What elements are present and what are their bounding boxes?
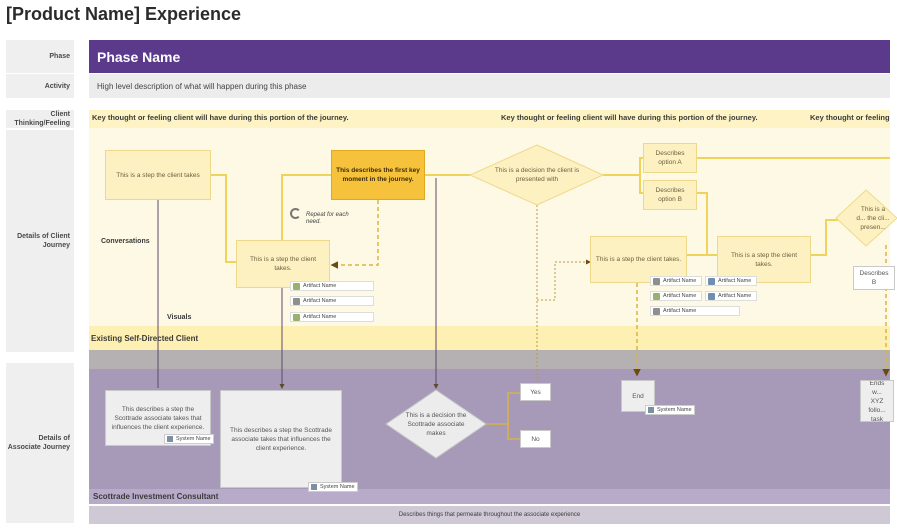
client-step-1: This is a step the client takes xyxy=(105,150,211,200)
artifact-name: Artifact Name xyxy=(303,314,337,320)
system-name: System Name xyxy=(320,484,355,490)
system-name: System Name xyxy=(176,436,211,442)
artifact-1: Artifact Name xyxy=(290,281,374,291)
client-step-4: This is a step the client takes. xyxy=(717,236,811,283)
system-icon xyxy=(311,484,317,490)
row-label-thinking: Client Thinking/Feeling xyxy=(6,110,74,128)
artifact-8: Artifact Name xyxy=(650,306,740,316)
system-3: System Name xyxy=(645,405,695,415)
artifact-6: Artifact Name xyxy=(650,291,702,301)
repeat-icon xyxy=(290,208,301,219)
system-icon xyxy=(648,407,654,413)
visuals-label: Visuals xyxy=(167,314,192,321)
artifact-name: Artifact Name xyxy=(718,278,752,284)
artifact-name: Artifact Name xyxy=(663,308,697,314)
ends-cut: Ends w... XYZ follo... task xyxy=(860,380,894,422)
thinking-text-1: Key thought or feeling client will have … xyxy=(92,113,349,122)
artifact-5: Artifact Name xyxy=(705,276,757,286)
artifact-icon xyxy=(293,282,300,290)
associate-step-2: This describes a step the Scottrade asso… xyxy=(220,390,342,488)
artifact-7: Artifact Name xyxy=(705,291,757,301)
conversations-label: Conversations xyxy=(101,238,150,245)
existing-client-label: Existing Self-Directed Client xyxy=(91,334,199,343)
artifact-name: Artifact Name xyxy=(303,298,337,304)
row-label-activity: Activity xyxy=(6,74,74,98)
artifact-name: Artifact Name xyxy=(718,293,752,299)
system-icon xyxy=(167,436,173,442)
system-1: System Name xyxy=(164,434,214,444)
repeat-label: Repeat for each need. xyxy=(306,212,349,225)
phase-bar: Phase Name xyxy=(89,40,890,73)
system-2: System Name xyxy=(308,482,358,492)
consultant-label: Scottrade Investment Consultant xyxy=(93,492,219,501)
artifact-4: Artifact Name xyxy=(650,276,702,286)
thinking-band xyxy=(89,110,890,128)
system-name: System Name xyxy=(657,407,692,413)
artifact-3: Artifact Name xyxy=(290,312,374,322)
divider-strip xyxy=(89,350,890,369)
associate-journey-strip xyxy=(89,489,890,504)
artifact-icon xyxy=(653,307,660,315)
option-a: Describes option A xyxy=(643,143,697,173)
artifact-2: Artifact Name xyxy=(290,296,374,306)
client-journey-strip xyxy=(89,326,890,350)
artifact-icon xyxy=(653,292,660,300)
artifact-icon xyxy=(708,277,715,285)
artifact-icon xyxy=(653,277,660,285)
bottom-bar: Describes things that permeate throughou… xyxy=(89,506,890,524)
artifact-icon xyxy=(293,313,300,321)
option-b: Describes option B xyxy=(643,180,697,210)
activity-bar: High level description of what will happ… xyxy=(89,74,890,98)
artifact-icon xyxy=(708,292,715,300)
artifact-name: Artifact Name xyxy=(663,293,697,299)
artifact-icon xyxy=(293,297,300,305)
yes-box: Yes xyxy=(520,383,551,401)
artifact-name: Artifact Name xyxy=(303,283,337,289)
describes-cut: Describes B xyxy=(853,266,895,290)
client-decision-cut: This is a d... the cli... presen... xyxy=(856,205,890,231)
page-title: [Product Name] Experience xyxy=(6,4,242,24)
row-label-associate-journey: Details of Associate Journey xyxy=(6,363,74,523)
row-label-client-journey: Details of Client Journey xyxy=(6,130,74,352)
client-decision-text: This is a decision the client is present… xyxy=(494,167,580,183)
client-step-3: This is a step the client takes. xyxy=(590,236,687,283)
thinking-text-3: Key thought or feeling client will have … xyxy=(810,113,890,122)
client-step-2: This is a step the client takes. xyxy=(236,240,330,288)
row-label-phase: Phase xyxy=(6,40,74,73)
associate-decision-text: This is a decision the Scottrade associa… xyxy=(405,411,467,437)
key-moment: This describes the first key moment in t… xyxy=(331,150,425,200)
associate-step-1: This describes a step the Scottrade asso… xyxy=(105,390,211,446)
no-box: No xyxy=(520,430,551,448)
artifact-name: Artifact Name xyxy=(663,278,697,284)
thinking-text-2: Key thought or feeling client will have … xyxy=(501,113,758,122)
